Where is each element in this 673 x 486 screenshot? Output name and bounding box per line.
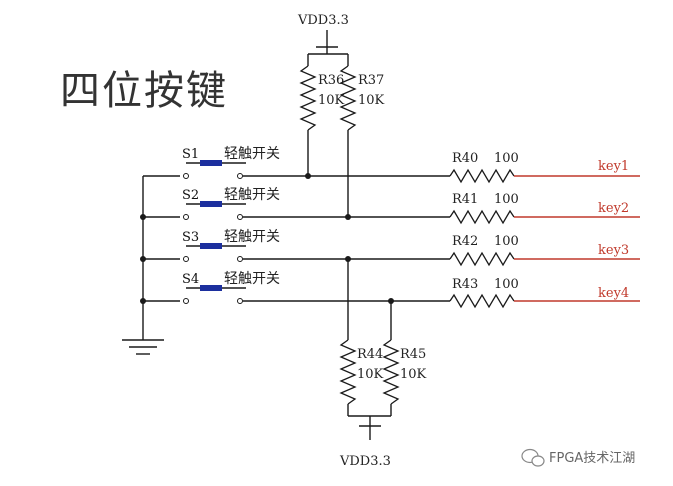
r37-value: 10K (358, 93, 385, 108)
s1-pin-left (183, 173, 189, 179)
r43-zigzag (449, 293, 515, 309)
s4-pin-left (183, 298, 189, 304)
r45-ref: R45 (400, 347, 426, 362)
s2-ref: S2 (182, 188, 199, 203)
s3-desc: 轻触开关 (224, 229, 280, 245)
r44-ref: R44 (357, 347, 383, 362)
row2-junction (345, 214, 351, 220)
key4-label: key4 (598, 286, 629, 301)
s2-pin-right (237, 214, 243, 220)
watermark-text: FPGA技术江湖 (549, 451, 635, 466)
r41-value: 100 (494, 192, 519, 207)
s3-pin-right (237, 256, 243, 262)
s1-actuator-bar (200, 160, 222, 166)
s3-actuator-bar (200, 243, 222, 249)
s4-ref: S4 (182, 272, 199, 287)
key1-label: key1 (598, 159, 629, 174)
s3-pin-left (183, 256, 189, 262)
s4-actuator-bar (200, 285, 222, 291)
r41-zigzag (449, 209, 515, 225)
s1-ref: S1 (182, 147, 199, 162)
key2-label: key2 (598, 201, 629, 216)
schematic-title: 四位按键 (60, 68, 228, 114)
s4-pin-right (237, 298, 243, 304)
r40-value: 100 (494, 151, 519, 166)
s3-ref: S3 (182, 230, 199, 245)
r45-zigzag (382, 339, 400, 405)
r44-value: 10K (357, 367, 384, 382)
r41-ref: R41 (452, 192, 478, 207)
s1-pin-right (237, 173, 243, 179)
r42-value: 100 (494, 234, 519, 249)
r36-zigzag (299, 65, 317, 131)
r45-value: 10K (400, 367, 427, 382)
r37-ref: R37 (358, 73, 384, 88)
s1-desc: 轻触开关 (224, 146, 280, 162)
r40-zigzag (449, 168, 515, 184)
r42-zigzag (449, 251, 515, 267)
s2-pin-left (183, 214, 189, 220)
vdd-bottom-label: VDD3.3 (339, 454, 391, 469)
wechat-icon (521, 448, 545, 467)
s4-desc: 轻触开关 (224, 271, 280, 287)
r36-value: 10K (318, 93, 345, 108)
s2-actuator-bar (200, 201, 222, 207)
r42-ref: R42 (452, 234, 478, 249)
r43-value: 100 (494, 277, 519, 292)
s2-desc: 轻触开关 (224, 187, 280, 203)
gnd-junction-3 (140, 256, 146, 262)
key3-label: key3 (598, 243, 629, 258)
vdd-top-label: VDD3.3 (297, 13, 349, 28)
row1-junction (305, 173, 311, 179)
r37-zigzag (339, 65, 357, 131)
r40-ref: R40 (452, 151, 478, 166)
gnd-junction-2 (140, 214, 146, 220)
r43-ref: R43 (452, 277, 478, 292)
r44-zigzag (339, 339, 357, 405)
gnd-junction-4 (140, 298, 146, 304)
r36-ref: R36 (318, 73, 344, 88)
